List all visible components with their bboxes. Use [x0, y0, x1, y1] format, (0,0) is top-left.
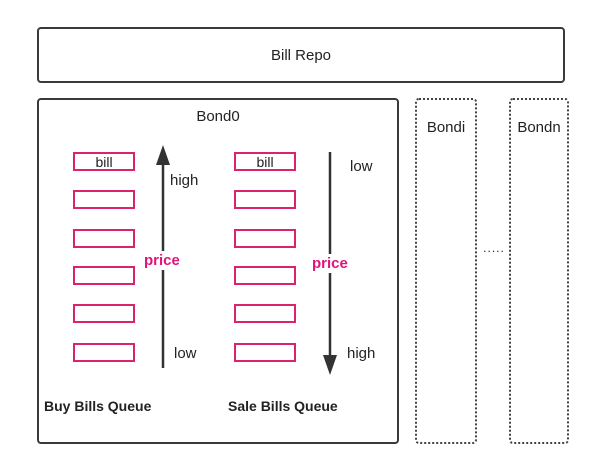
sale-bill-3: [234, 266, 296, 285]
bondi-label: Bondi: [426, 119, 466, 136]
sale-price-label: price: [312, 254, 348, 273]
bondn-label: Bondn: [517, 119, 561, 136]
bond0-title: Bond0: [196, 108, 240, 125]
buy-bill-4: [73, 304, 135, 323]
sale-arrow-head: [323, 355, 337, 375]
buy-queue-label: Buy Bills Queue: [44, 398, 152, 414]
sale-queue-label: Sale Bills Queue: [228, 398, 338, 414]
buy-bill-3: [73, 266, 135, 285]
sale-bill-1: [234, 190, 296, 209]
buy-bill-2: [73, 229, 135, 248]
bondi-box: Bondi: [415, 98, 477, 444]
buy-bill-1: [73, 190, 135, 209]
bill-repo-box: Bill Repo: [37, 27, 565, 83]
sale-bill-2: [234, 229, 296, 248]
buy-bill-5: [73, 343, 135, 362]
sale-bill-4: [234, 304, 296, 323]
sale-arrow-bottom-label: high: [347, 345, 376, 362]
bond0-box: Bond0: [37, 98, 399, 444]
sale-arrow-top-label: low: [350, 158, 373, 175]
buy-arrow-head: [156, 145, 170, 165]
sale-bill-0: bill: [234, 152, 296, 171]
bill-repo-label: Bill Repo: [270, 46, 332, 64]
buy-arrow-top-label: high: [170, 172, 199, 189]
buy-price-label: price: [144, 251, 180, 270]
bondn-box: Bondn: [509, 98, 569, 444]
buy-arrow-bottom-label: low: [174, 345, 197, 362]
sale-bill-5: [234, 343, 296, 362]
bond-ellipsis: .....: [483, 241, 505, 255]
buy-bill-0: bill: [73, 152, 135, 171]
